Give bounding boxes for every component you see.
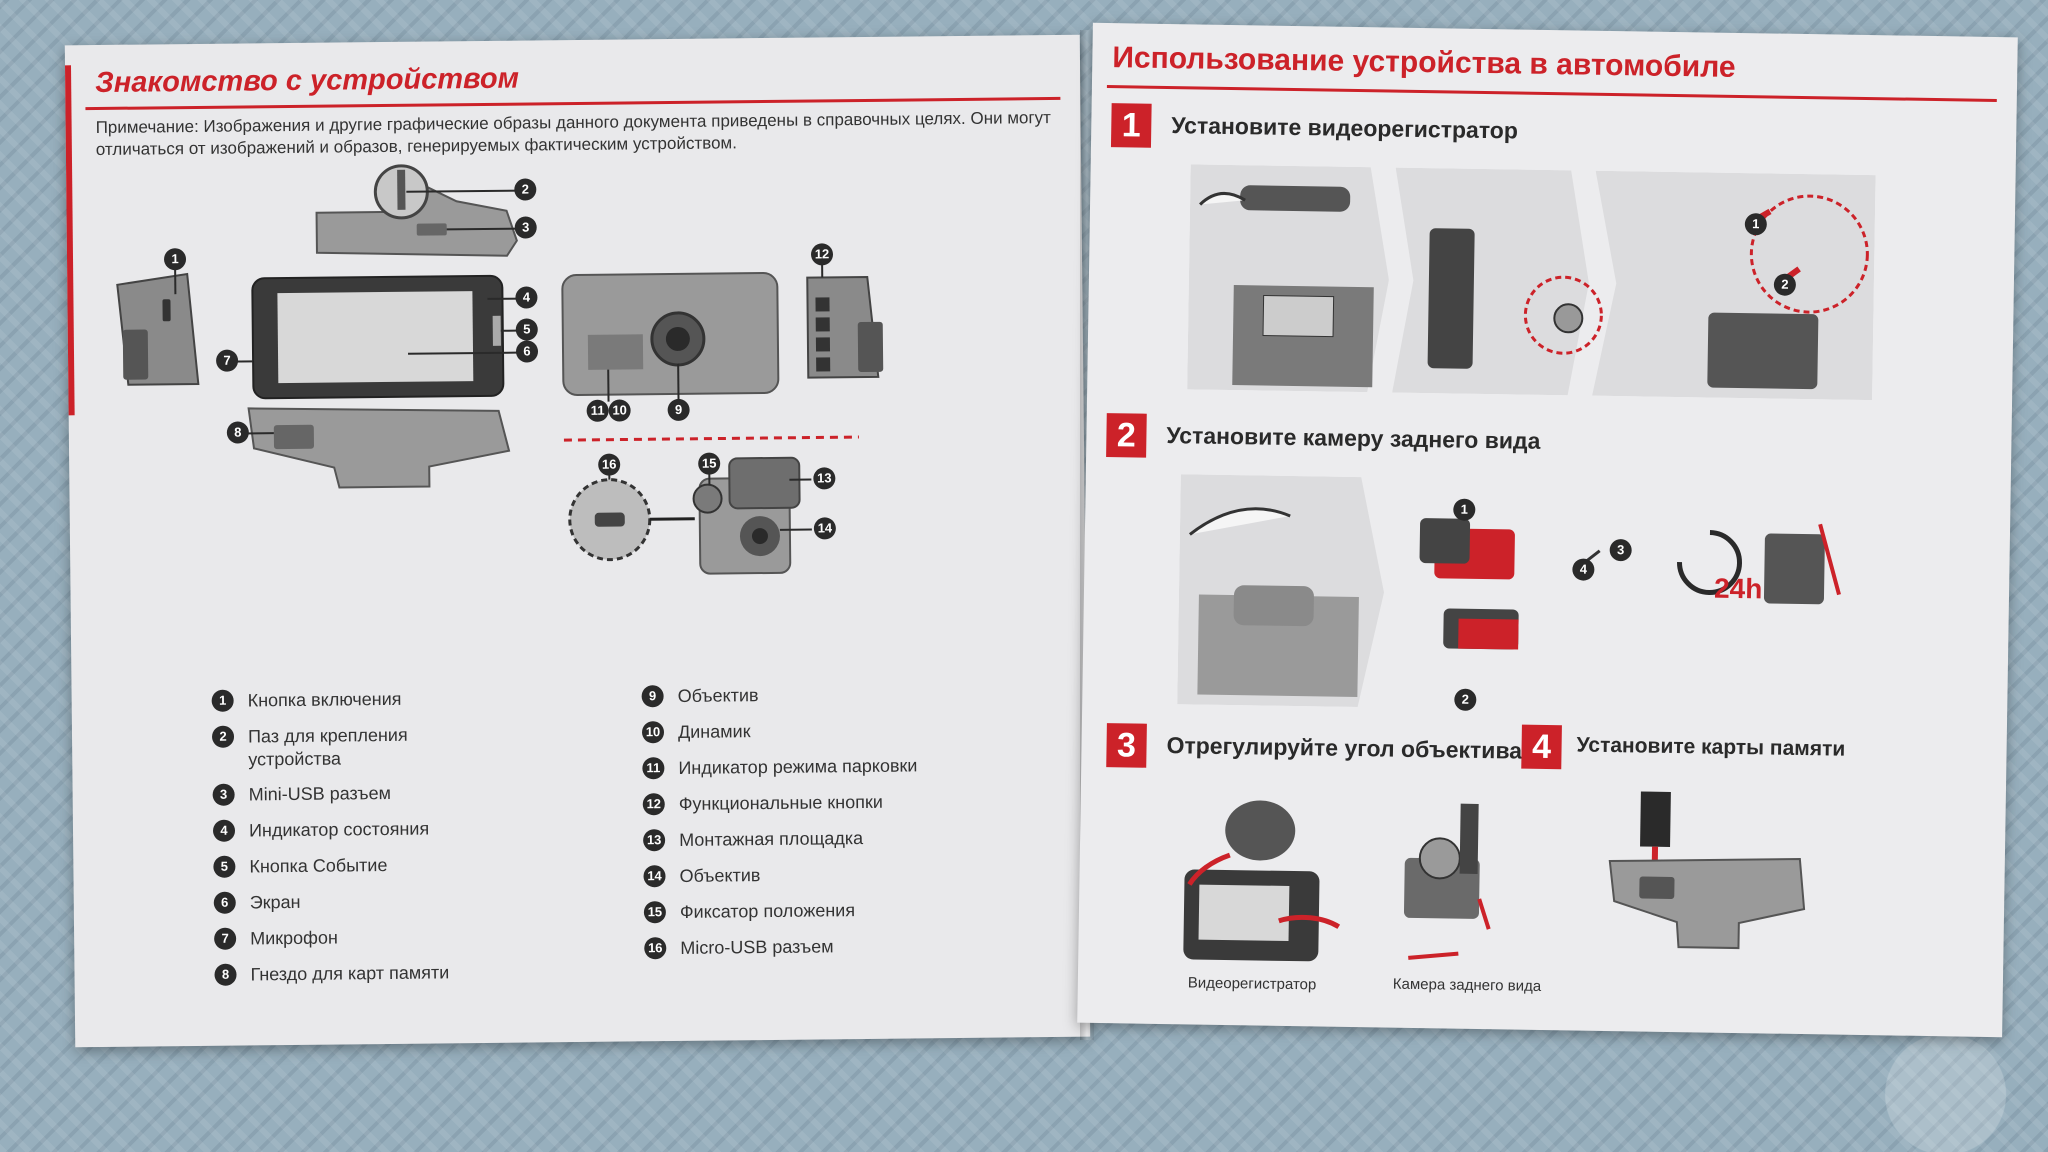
callout-10: 10 [608,399,631,422]
right-page: Использование устройства в автомобиле 1 … [1077,22,2018,1038]
caption-dvr: Видеорегистратор [1187,974,1317,994]
callout-16: 16 [598,453,621,476]
dvr-side-view-left [116,272,200,386]
step-3-number: 3 [1106,723,1147,768]
callout-6: 6 [515,340,539,363]
left-page-title: Знакомство с устройством [95,62,520,100]
callout-1: 1 [163,248,187,271]
step-2-illustration [1188,507,1841,698]
step-1-illustration [1199,185,1869,390]
step-2-marker-3: 3 [1609,538,1632,562]
callout-3: 3 [514,216,537,239]
callout-7: 7 [215,349,239,372]
dvr-top-view [315,164,518,257]
callout-2: 2 [514,178,537,201]
step-1-marker-1: 1 [1744,213,1767,236]
callout-15: 15 [698,452,721,475]
callout-5: 5 [515,318,538,341]
step-1-title: Установите видеорегистратор [1171,112,1519,144]
callout-9: 9 [667,398,690,422]
step-2-number: 2 [1106,413,1147,458]
separator-line [563,435,859,442]
device-diagram [116,164,884,575]
dvr-side-view-right [806,275,884,379]
dvr-back-view [561,272,780,396]
step-2-title: Установите камеру заднего вида [1166,422,1541,454]
caption-rear-camera: Камера заднего вида [1392,975,1542,995]
step-2-marker-1: 1 [1453,498,1476,521]
callout-4: 4 [515,286,538,309]
callout-12: 12 [810,243,834,266]
step-2-marker-2: 2 [1454,688,1477,711]
step-4-number: 4 [1521,724,1562,770]
left-page: Знакомство с устройством Примечание: Изо… [64,34,1091,1048]
callout-8: 8 [226,421,249,444]
step-1-number: 1 [1110,103,1152,148]
step-3-title: Отрегулируйте угол объектива [1166,732,1523,764]
rear-camera-view [568,456,801,575]
dvr-bottom-view [247,407,511,489]
step-4-illustration [1608,791,1806,950]
step-2-marker-4: 4 [1572,558,1595,581]
cure-time-label: 24h [1713,572,1763,605]
callout-11: 11 [586,399,609,422]
step-1-marker-2: 2 [1773,273,1797,296]
right-page-title: Использование устройства в автомобиле [1112,41,1736,84]
dvr-screen-view [251,274,505,400]
step-3-illustration [1183,800,1491,962]
callout-13: 13 [813,467,836,490]
callout-14: 14 [813,517,836,540]
right-title-rule [1106,85,1997,103]
step-4-title: Установите карты памяти [1576,733,1846,761]
